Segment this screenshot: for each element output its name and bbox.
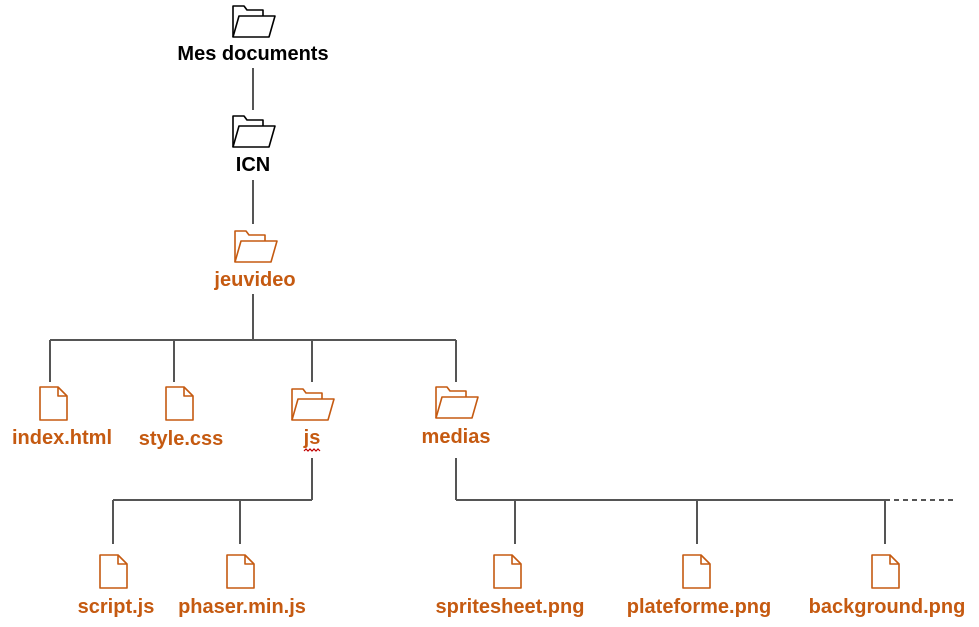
node-label-medias: medias: [421, 426, 491, 448]
file-icon: [682, 554, 711, 589]
folder-icon: [435, 386, 479, 419]
folder-icon: [232, 115, 276, 148]
node-label-mes-documents: Mes documents: [177, 43, 329, 65]
spellcheck-underline: [303, 448, 321, 452]
node-label-jeuvideo: jeuvideo: [214, 269, 296, 291]
file-icon: [226, 554, 255, 589]
node-label-phaser-min-js: phaser.min.js: [178, 596, 306, 618]
node-label-background-png: background.png: [808, 596, 966, 618]
node-label-plateforme-png: plateforme.png: [626, 596, 772, 618]
file-icon: [493, 554, 522, 589]
node-label-style-css: style.css: [138, 428, 224, 450]
connectors: [49, 68, 955, 544]
node-label-index-html: index.html: [11, 427, 113, 449]
node-label-icn: ICN: [235, 154, 271, 176]
file-icon: [871, 554, 900, 589]
node-label-js: js: [303, 427, 321, 449]
file-icon: [165, 386, 194, 421]
node-label-script-js: script.js: [77, 596, 155, 618]
file-icon: [99, 554, 128, 589]
folder-icon: [291, 388, 335, 421]
folder-icon: [234, 230, 278, 263]
file-icon: [39, 386, 68, 421]
node-label-spritesheet-png: spritesheet.png: [435, 596, 585, 618]
folder-icon: [232, 5, 276, 38]
